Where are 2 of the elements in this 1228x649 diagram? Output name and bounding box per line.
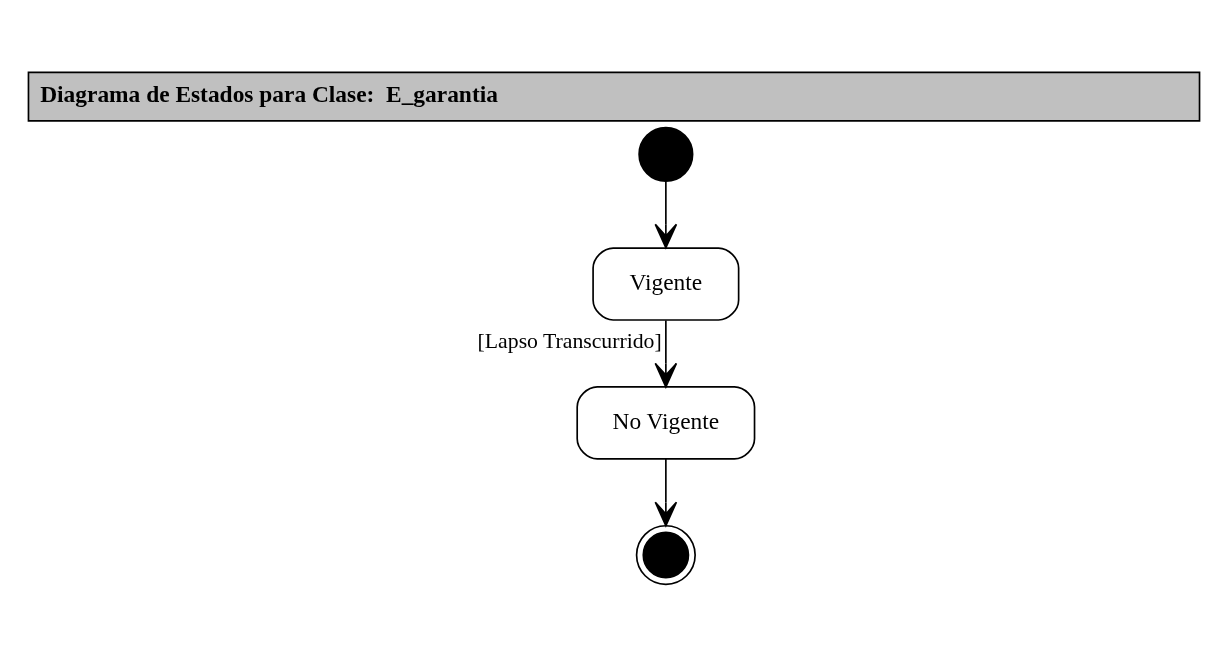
- diagram-title: Diagrama de Estados para Clase: E_garantia: [40, 80, 498, 107]
- edge-label: [Lapso Transcurrido]: [477, 328, 662, 353]
